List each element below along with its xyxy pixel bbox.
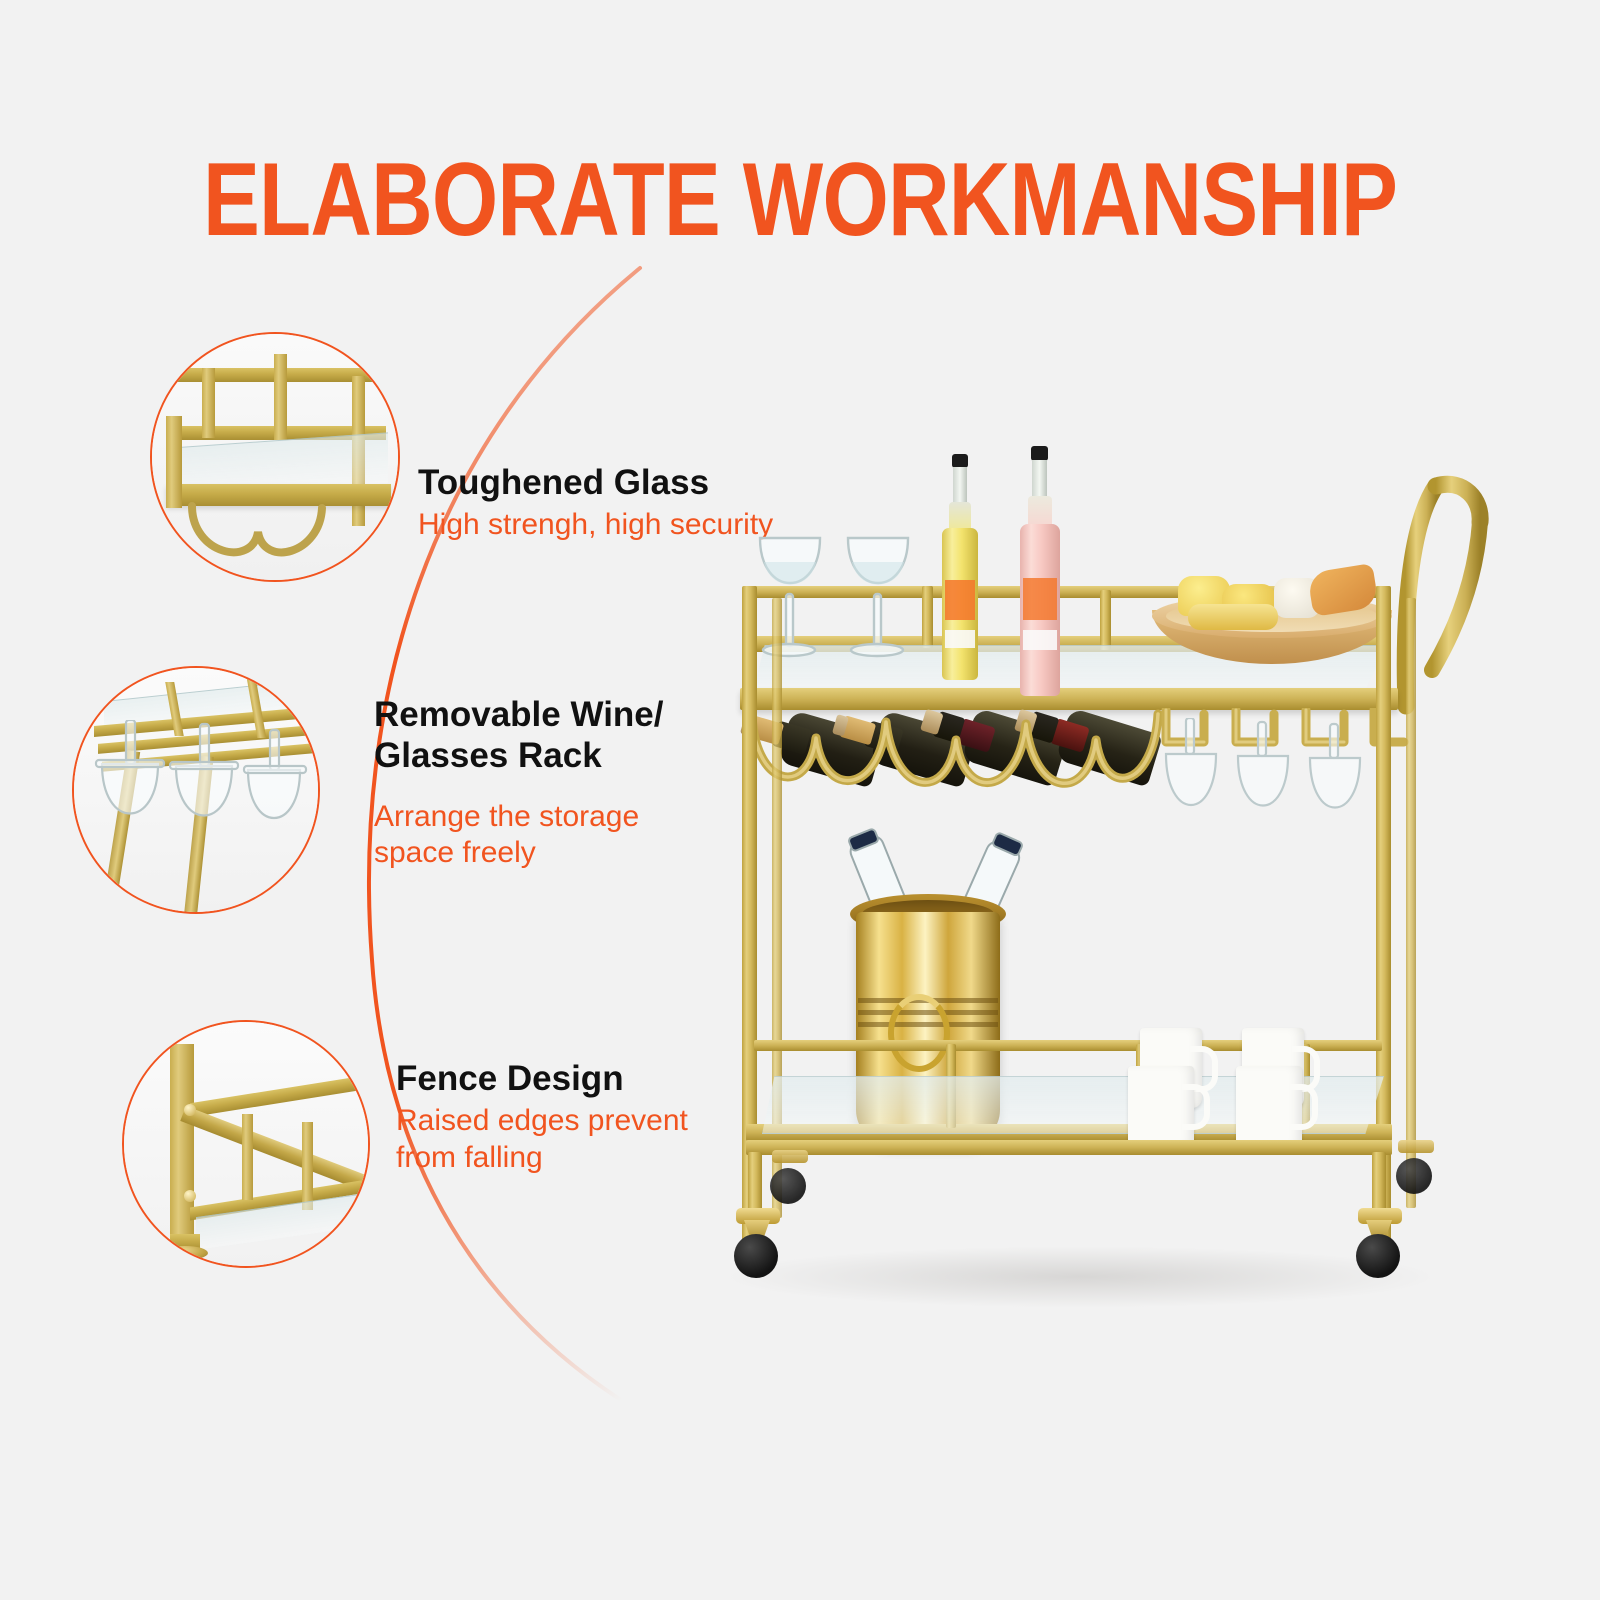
stemware-rack [1160,708,1410,858]
product-bar-cart [700,440,1560,1320]
mug [1236,1066,1318,1150]
caster-rear-right [1390,1140,1442,1196]
cart-handle [1396,475,1489,715]
thumbnail-removable-rack [72,666,320,914]
feature-title: Toughened Glass [418,463,710,502]
caster-front-left [726,1208,790,1278]
feature-toughened-glass: Toughened Glass High strengh, high secur… [418,462,838,544]
bottom-fence-upper-rail [754,1040,1382,1051]
wooden-tray-with-pastries [1152,563,1392,664]
feature-title: Fence Design [396,1059,624,1098]
page-title: ELABORATE WORKMANSHIP [202,142,1398,258]
cart-post-left [742,586,757,1254]
caster-rear-left [764,1150,816,1206]
feature-subtitle: Arrange the storage space freely [374,799,640,870]
feature-subtitle: High strengh, high security [418,508,774,542]
bottom-cross-bar [746,1140,1392,1155]
top-shelf-front-rail [740,688,1398,710]
feature-fence-design: Fence Design Raised edges prevent from f… [396,1058,796,1176]
cart-post-right-rear [1406,598,1416,1208]
feature-removable-rack: Removable Wine/ Glasses Rack Arrange the… [374,694,774,872]
bottle-pink [1018,446,1062,698]
feature-title: Removable Wine/ Glasses Rack [374,695,664,776]
top-shelf-wine-glasses [758,536,910,658]
mug-set [1128,1028,1362,1150]
wine-bottle-rack [739,704,1166,884]
cart-post-left-rear [772,598,782,1218]
caster-front-right [1348,1208,1412,1278]
mug [1128,1066,1210,1150]
feature-subtitle: Raised edges prevent from falling [396,1104,688,1174]
thumbnail-toughened-glass [150,332,400,582]
thumbnail-fence-design [122,1020,370,1268]
bottle-yellow [940,454,980,680]
